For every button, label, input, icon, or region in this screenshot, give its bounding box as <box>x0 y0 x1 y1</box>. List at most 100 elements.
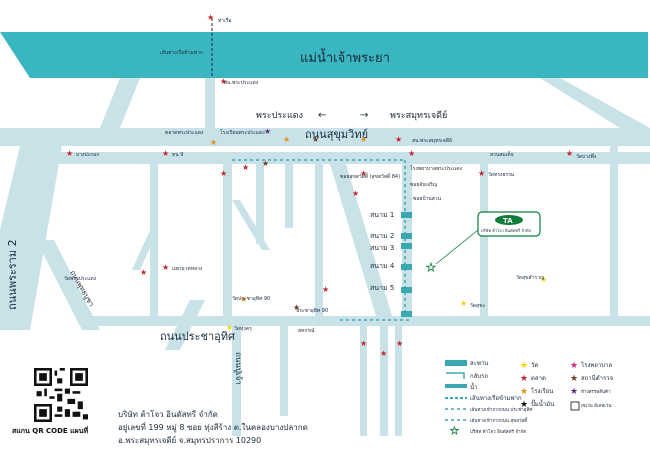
sanam1-label: สนาม 1 <box>370 211 394 219</box>
svg-text:★: ★ <box>352 189 359 198</box>
road-sukhumvit-label: ถนนสุขุมวิทย์ <box>305 128 368 141</box>
svg-text:★: ★ <box>520 374 528 384</box>
sanam3-label: สนาม 3 <box>370 244 394 252</box>
road-v3 <box>223 164 232 316</box>
svg-text:★: ★ <box>283 135 290 144</box>
company-name: บริษัท ต้าโจว อินดัสทรี จำกัด <box>118 410 218 419</box>
svg-text:★: ★ <box>220 77 227 86</box>
pier-star-icon: ★ <box>207 13 214 22</box>
road-v2 <box>150 164 158 316</box>
ferry-label: เส้นทางเรือข้ามฟาก <box>160 49 203 56</box>
company-info: บริษัท ต้าโจว อินดัสทรี จำกัด อยู่เลขที่… <box>118 408 308 447</box>
poi-market-right: สวนสมเด็จ <box>490 150 514 158</box>
svg-text:★: ★ <box>162 149 169 158</box>
svg-text:★: ★ <box>66 149 73 158</box>
svg-text:★: ★ <box>312 135 319 144</box>
svg-text:★: ★ <box>220 169 227 178</box>
svg-text:★: ★ <box>395 135 402 144</box>
poi-hosp: โรงพยาบาลพระประแดง <box>410 165 463 172</box>
sanam4-label: สนาม 4 <box>370 262 395 270</box>
pier-label: ท่าเรือ <box>218 17 232 24</box>
svg-text:★: ★ <box>408 149 415 158</box>
road-v12 <box>232 316 241 436</box>
road-rama2 <box>0 146 62 330</box>
qr-code-icon <box>34 368 88 422</box>
poi-samnak-phra: สน.พระประแดง <box>224 80 259 86</box>
ta-logo-icon <box>495 215 523 225</box>
svg-text:★: ★ <box>240 295 247 304</box>
road-v5 <box>285 164 293 228</box>
legend-uturn: กลับรถ <box>470 373 488 380</box>
road-pracha-label: ถนนประชาอุทิศ <box>160 330 235 343</box>
qr-caption: สแกน QR CODE แผนที่ <box>12 427 89 435</box>
legend-gas: ปั๊มน้ำมัน <box>531 398 554 408</box>
road-v9 <box>360 326 367 436</box>
svg-text:★: ★ <box>322 285 329 294</box>
road-v1 <box>205 78 215 132</box>
ta-logo: TA <box>503 217 513 225</box>
svg-text:★: ★ <box>566 149 573 158</box>
poi-wat-right: วัดสุขสำราญ <box>516 275 544 281</box>
legend-hospital: โรงพยาบาล <box>581 361 612 369</box>
legend-market: ตลาด <box>531 375 546 382</box>
direction-left: พระประแดง <box>256 111 303 121</box>
river <box>0 32 648 78</box>
road-v11 <box>610 146 618 316</box>
svg-text:★: ★ <box>570 361 578 371</box>
road-sukhumvit <box>0 128 650 146</box>
svg-text:★: ★ <box>520 400 528 410</box>
svg-text:★: ★ <box>360 339 367 348</box>
svg-text:★: ★ <box>140 268 147 277</box>
svg-text:★: ★ <box>262 159 269 168</box>
poi-stars: ★ ★ ★ ★ ★ ★ ★ ★ ★ ★ ★ ★ ★ ★ ★ ★ ★ ★ ★ ★ … <box>66 77 573 358</box>
poi-wat-khanon: วัดพระประแดง <box>64 276 97 282</box>
road-putbucha <box>36 240 100 330</box>
legend-ferry: เส้นทางเรือข้ามฟาก <box>470 394 522 402</box>
poi-cooperation: สหกรณ์ <box>298 327 315 334</box>
svg-text:★: ★ <box>396 339 403 348</box>
arrow-left-icon: ← <box>318 110 326 121</box>
road-v7 <box>380 326 388 436</box>
poi-temp-suk: วัดทรงธรรม <box>488 172 514 178</box>
river-label: แม่น้ำเจ้าพระยา <box>300 48 390 66</box>
company-address-1: อยู่เลขที่ 199 หมู่ 8 ซอย ทุ่งสีร้าง ต.ใ… <box>118 423 308 432</box>
poi-soi-sanam: ซอยบ้านสวน <box>413 195 442 202</box>
legend-shop: ห้างสรรพสินค้า <box>581 389 611 395</box>
svg-text:★: ★ <box>478 169 485 178</box>
poi-bangpu: วัดบางพึ่ง <box>576 153 597 160</box>
svg-text:★: ★ <box>520 361 528 371</box>
legend-school: โรงเรียน <box>531 387 553 395</box>
svg-text:★: ★ <box>570 374 578 384</box>
road-mahachai-label: ถนนปู่เจ้า <box>233 352 243 385</box>
svg-text:★: ★ <box>264 127 271 136</box>
road-v13 <box>280 326 288 416</box>
ta-caption: บริษัท ต้าโจว อินดัสทรี จำกัด <box>481 228 531 233</box>
company-address-2: อ.พระสมุทรเจดีย์ จ.สมุทรปราการ 10290 <box>118 436 262 445</box>
svg-text:★: ★ <box>226 323 233 332</box>
road-v6 <box>315 164 323 316</box>
company-star-icon: ★ <box>426 261 436 274</box>
road-secondary <box>20 152 650 164</box>
poi-market-left: ตลาดพระประแดง <box>165 130 204 136</box>
svg-text:★: ★ <box>460 299 467 308</box>
poi-wat-bottom: วัดสุขะ <box>470 303 486 309</box>
road-rama2-label: ถนนพระราม 2 <box>6 239 19 310</box>
poi-wat-tung: วัดทุ่งครุ <box>234 326 252 332</box>
legend: ★ ★ ★ ★ ★ ★ ★ ★ <box>445 360 580 437</box>
poi-kamnan: แยกนาคหลวง <box>172 266 203 272</box>
poi-samnak-bangna: สน.พระสมุทรเจดีย์ <box>412 137 452 144</box>
svg-text:★: ★ <box>380 349 387 358</box>
poi-wat-pracha: วัดประชาอุทิศ 90 <box>232 295 270 302</box>
svg-text:★: ★ <box>242 163 249 172</box>
poi-school1: โรงเรียนพระประแดง <box>220 129 265 136</box>
svg-text:★: ★ <box>210 138 217 147</box>
poi-soi84: ซอยสุขสวัสดิ์ (สุขสวัสดิ์ 84) <box>340 172 400 180</box>
sanam5-label: สนาม 5 <box>370 284 394 292</box>
direction-right: พระสมุทรเจดีย์ <box>390 109 447 121</box>
svg-text:★: ★ <box>570 387 578 397</box>
svg-text:★: ★ <box>540 275 547 284</box>
svg-text:★: ★ <box>520 387 528 397</box>
sanam-markers <box>401 212 412 317</box>
arrow-right-icon: → <box>360 110 368 121</box>
